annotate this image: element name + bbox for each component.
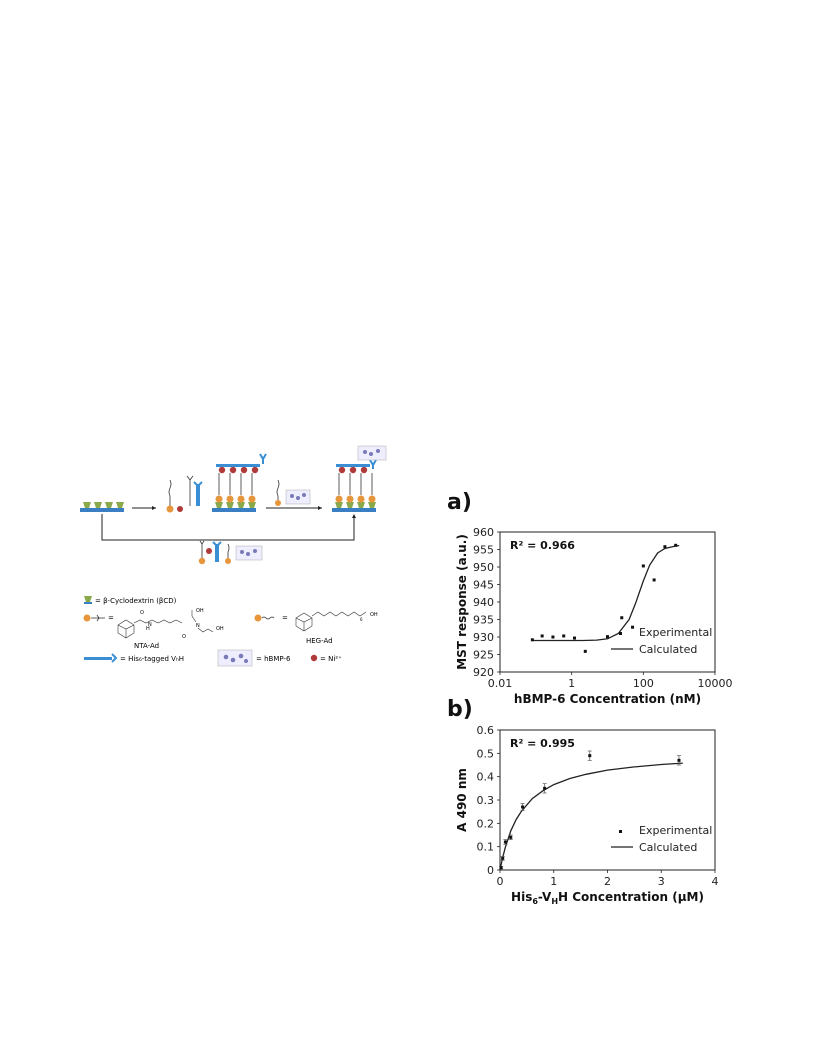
calculated-curve [499,762,683,871]
bare-surface [80,502,124,512]
experimental-point [540,634,544,638]
svg-text:N: N [196,623,200,629]
y-tick-label: 0.2 [477,817,495,830]
y-tick-label: 0.1 [477,841,495,854]
experimental-point [562,634,566,638]
experimental-point [583,649,587,653]
y-tick-label: 950 [473,561,494,574]
experimental-point [551,635,555,639]
y-tick-label: 0.3 [477,794,495,807]
x-axis-label: His6-VHH Concentration (μM) [511,890,704,906]
svg-text:=: = [282,614,288,622]
experimental-point [652,578,656,582]
y-tick-label: 0.6 [477,724,495,737]
legend-label-experimental: Experimental [639,824,712,837]
x-tick-label: 2 [604,875,611,888]
svg-text:OH: OH [216,626,224,632]
legend-ni: = Ni²⁺ [320,655,342,663]
y-tick-label: 920 [473,666,494,679]
experimental-point [573,636,577,640]
y-tick-label: 930 [473,631,494,644]
legend-bcd: = β-Cyclodextrin (βCD) [95,597,177,605]
assembly-scheme: = β-Cyclodextrin (βCD) = O H N OH N OH O… [80,445,387,667]
experimental-point [509,835,513,839]
svg-text:OH: OH [370,612,378,618]
panel-label-b: b) [447,697,473,722]
experimental-point [543,786,547,790]
r-squared-annotation: R² = 0.966 [510,539,575,552]
y-tick-label: 945 [473,579,494,592]
experimental-point [501,856,505,860]
chart-b-elisa: 0 0.1 0.2 0.3 0.4 0.5 0.6 0 1 2 3 4 A 490 nm His6-VHH… [455,724,719,906]
legend-heg-ad: HEG-Ad [306,637,333,645]
experimental-point [663,545,667,549]
calculated-curve [532,544,680,642]
x-tick-label: 10000 [698,677,733,690]
panel-label-a: a) [447,490,472,515]
svg-text:H: H [146,626,150,632]
x-axis-label-part: H [551,897,558,906]
y-tick-label: 925 [473,649,494,662]
direct-route-arrow [101,514,355,541]
x-axis-label-part: His [511,890,532,904]
r-squared-annotation: R² = 0.995 [510,737,575,750]
x-tick-label: 0 [497,875,504,888]
chart-a-mst: 920 925 930 935 940 945 950 955 960 0.01 1 100 10000… [455,526,733,706]
experimental-point [499,866,503,870]
x-axis-label-part: 6 [532,897,538,906]
legend-his-vhh: = His₆-tagged VₕH [120,655,184,663]
experimental-point [530,638,534,642]
functionalized-surface [212,453,267,512]
y-axis-label: A 490 nm [455,768,469,832]
x-tick-label: 4 [712,875,719,888]
svg-text:O: O [140,610,144,616]
y-tick-label: 0.5 [477,747,495,760]
x-tick-label: 3 [658,875,665,888]
legend-marker-experimental [619,632,622,635]
experimental-point [503,840,507,844]
legend-label-calculated: Calculated [639,841,697,854]
x-tick-label: 100 [633,677,654,690]
y-tick-label: 0.4 [477,771,495,784]
protein-captured-surface [332,445,387,512]
legend-label-experimental: Experimental [639,626,712,639]
legend-marker-experimental [619,830,622,833]
legend-label-calculated: Calculated [639,643,697,656]
y-tick-label: 0 [487,864,494,877]
legend-nta-ad: NTA-Ad [134,642,159,650]
y-axis-label: MST response (a.u.) [455,534,469,670]
experimental-point [641,564,645,568]
experimental-point [677,758,681,762]
y-tick-label: 935 [473,614,494,627]
svg-text:=: = [108,614,114,622]
svg-text:N: N [148,622,152,628]
experimental-point [606,635,609,639]
y-tick-label: 940 [473,596,494,609]
y-tick-label: 960 [473,526,494,539]
x-tick-label: 1 [550,875,557,888]
reagents-step-1 [166,475,203,513]
legend-hbmp6: = hBMP-6 [256,655,291,663]
scheme-legend: = β-Cyclodextrin (βCD) = O H N OH N OH O… [83,596,378,667]
svg-text:OH: OH [196,608,204,614]
experimental-point [521,805,525,809]
experimental-point [674,543,678,547]
x-axis-label-part: H Concentration (μM) [558,890,704,904]
x-tick-label: 0.01 [488,677,513,690]
reagents-direct [198,540,263,565]
experimental-point [620,616,624,620]
y-tick-label: 955 [473,544,494,557]
x-axis-label-part: -V [538,890,552,904]
reagents-step-2 [275,479,311,506]
experimental-point [631,625,635,629]
svg-text:O: O [182,634,186,640]
svg-text:6: 6 [360,617,363,622]
x-tick-label: 1 [568,677,575,690]
experimental-point [588,754,592,758]
x-axis-label: hBMP-6 Concentration (nM) [514,692,701,706]
